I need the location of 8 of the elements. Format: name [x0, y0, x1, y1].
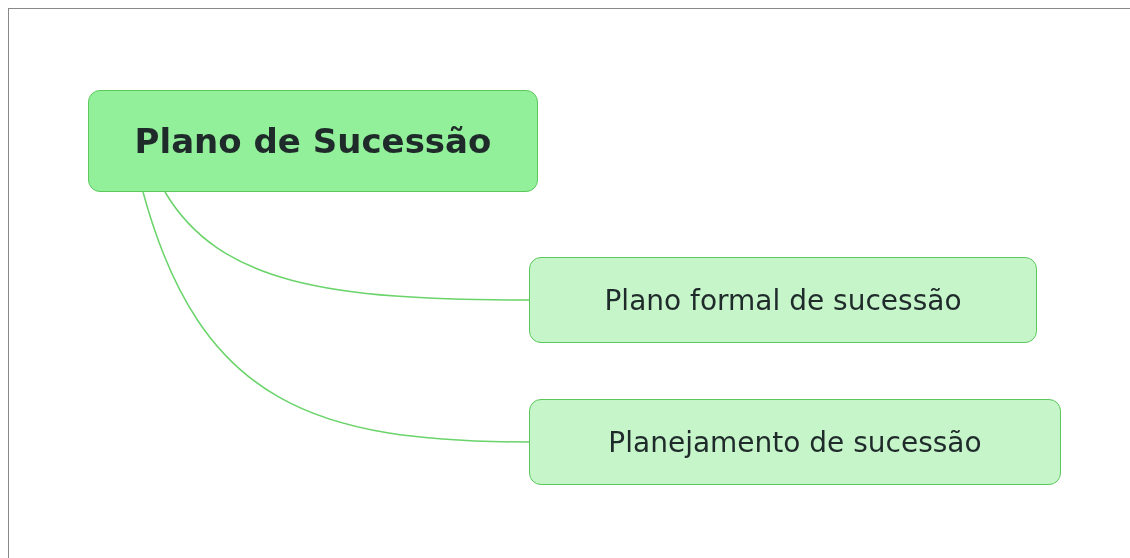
- topic-label: Planejamento de sucessão: [608, 425, 982, 459]
- subtopic-box: [529, 257, 1037, 343]
- topic-label: Plano formal de sucessão: [604, 283, 962, 317]
- subtopic-box: [529, 399, 1061, 485]
- connector-line: [142, 191, 530, 443]
- topic-label: Plano de Sucessão: [134, 121, 492, 161]
- topic-box: [88, 90, 538, 192]
- connector-line: [164, 191, 530, 301]
